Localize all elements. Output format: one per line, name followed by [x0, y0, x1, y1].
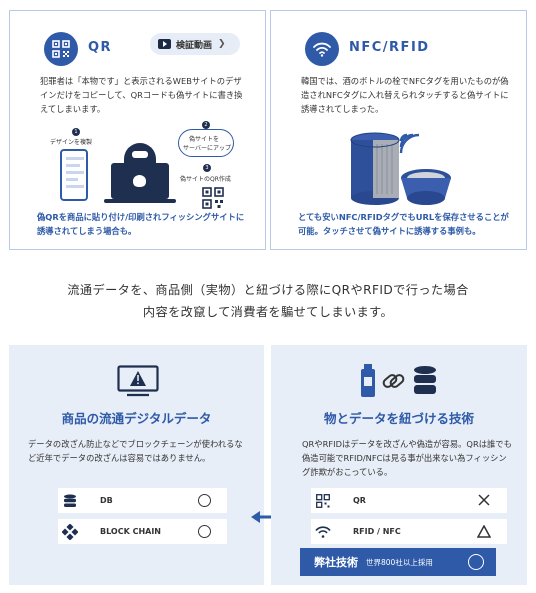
nfc-card: NFC/RFID 韓国では、酒のボトルの栓でNFCタグを用いたものが偽造されNF… — [270, 10, 527, 250]
nfc-card-description: 韓国では、酒のボトルの栓でNFCタグを用いたものが偽造されNFCタグに入れ替えら… — [301, 76, 509, 114]
wifi-icon — [311, 525, 335, 538]
row-label-rfid-nfc: RFID / NFC — [353, 527, 401, 536]
nfc-signal-icon — [399, 133, 420, 154]
circle-mark-icon — [197, 493, 211, 507]
chevron-right-icon: ❯ — [218, 39, 226, 49]
company-technology-label: 弊社技術 — [314, 556, 358, 569]
digital-panel-title: 商品の流通デジタルデータ — [61, 411, 212, 426]
nfc-card-footer: とても安いNFC/RFIDタグでもURLを保存させることが可能。タッチさせて偽サ… — [298, 212, 509, 236]
cloud-server-icon: 偽サイトを サーバーにアップ — [178, 129, 234, 157]
linking-panel-title: 物とデータを紐づける技術 — [323, 411, 474, 426]
laptop-base — [104, 199, 176, 203]
bottle-link-database-icon — [361, 364, 436, 397]
qr-code-icon — [311, 493, 335, 508]
company-technology-sub: 世界800社以上採用 — [366, 557, 433, 567]
laptop-icon — [111, 163, 169, 199]
wifi-icon — [305, 32, 339, 66]
skull-icon — [133, 175, 146, 187]
step2-label-line2: サーバーにアップ — [183, 145, 231, 152]
row-label-db: DB — [100, 496, 113, 505]
warning-monitor-icon — [117, 365, 159, 397]
play-icon — [158, 39, 171, 49]
circle-mark-icon — [197, 524, 211, 538]
nfc-card-title: NFC/RFID — [349, 40, 430, 55]
fake-qr-icon — [202, 187, 224, 209]
table-row-rfid-nfc: RFID / NFC — [311, 519, 507, 544]
cross-mark-icon — [477, 493, 491, 507]
bottle-cap-icon — [350, 132, 400, 205]
table-row-qr: QR — [311, 488, 507, 513]
qr-card-footer: 偽QRを商品に貼り付け/印刷されフィッシングサイトに誘導されてしまう場合も。 — [37, 212, 245, 236]
step2-number: 2 — [202, 121, 210, 129]
verification-video-button[interactable]: 検証動画 ❯ — [150, 33, 240, 55]
step1-label: デザインを複製 — [50, 139, 93, 146]
linking-tech-panel: 物とデータを紐づける技術 QRやRFIDはデータを改ざんや偽造が容易。QRは誰で… — [271, 345, 527, 585]
qr-card: QR 検証動画 ❯ 犯罪者は「本物です」と表示されるWEBサイトのデザインだけを… — [9, 10, 266, 250]
step1-number: 1 — [72, 128, 80, 136]
digital-panel-description: データの改ざん防止などでブロックチェーンが使われるなど近年でデータの改ざんは容易… — [28, 439, 243, 463]
step3-label: 偽サイトのQR作成 — [180, 176, 231, 183]
headline-line1: 流通データを、商品側（実物）と紐づける際にQRやRFIDで行った場合 — [67, 283, 469, 297]
digital-data-panel: 商品の流通デジタルデータ データの改ざん防止などでブロックチェーンが使われるなど… — [9, 345, 264, 585]
database-icon — [58, 494, 82, 508]
qr-card-title: QR — [88, 40, 113, 55]
table-row-blockchain: BLOCK CHAIN — [58, 519, 227, 544]
linking-panel-description: QRやRFIDはデータを改ざんや偽造が容易。QRは誰でも偽造可能でRFID/NF… — [302, 439, 512, 477]
blockchain-icon — [58, 523, 82, 540]
qr-card-description: 犯罪者は「本物です」と表示されるWEBサイトのデザインだけをコピーして、QRコー… — [40, 76, 243, 114]
qr-code-icon — [44, 32, 78, 66]
headline: 流通データを、商品側（実物）と紐づける際にQRやRFIDで行った場合 内容を改竄… — [0, 279, 536, 323]
verification-video-label: 検証動画 — [176, 40, 213, 51]
headline-line2: 内容を改竄して消費者を騙せてしまいます。 — [142, 305, 394, 319]
row-label-blockchain: BLOCK CHAIN — [100, 527, 161, 536]
row-label-qr: QR — [353, 496, 366, 505]
table-row-db: DB — [58, 488, 227, 513]
triangle-mark-icon — [477, 524, 491, 538]
company-technology-button[interactable]: 弊社技術 世界800社以上採用 — [300, 548, 496, 576]
step2-label-line1: 偽サイトを — [189, 136, 220, 143]
circle-mark-icon — [468, 554, 484, 570]
nfc-tag-cap-icon — [401, 169, 451, 205]
chain-link-icon — [382, 374, 405, 388]
smartphone-icon — [60, 149, 88, 201]
step3-number: 3 — [203, 164, 211, 172]
